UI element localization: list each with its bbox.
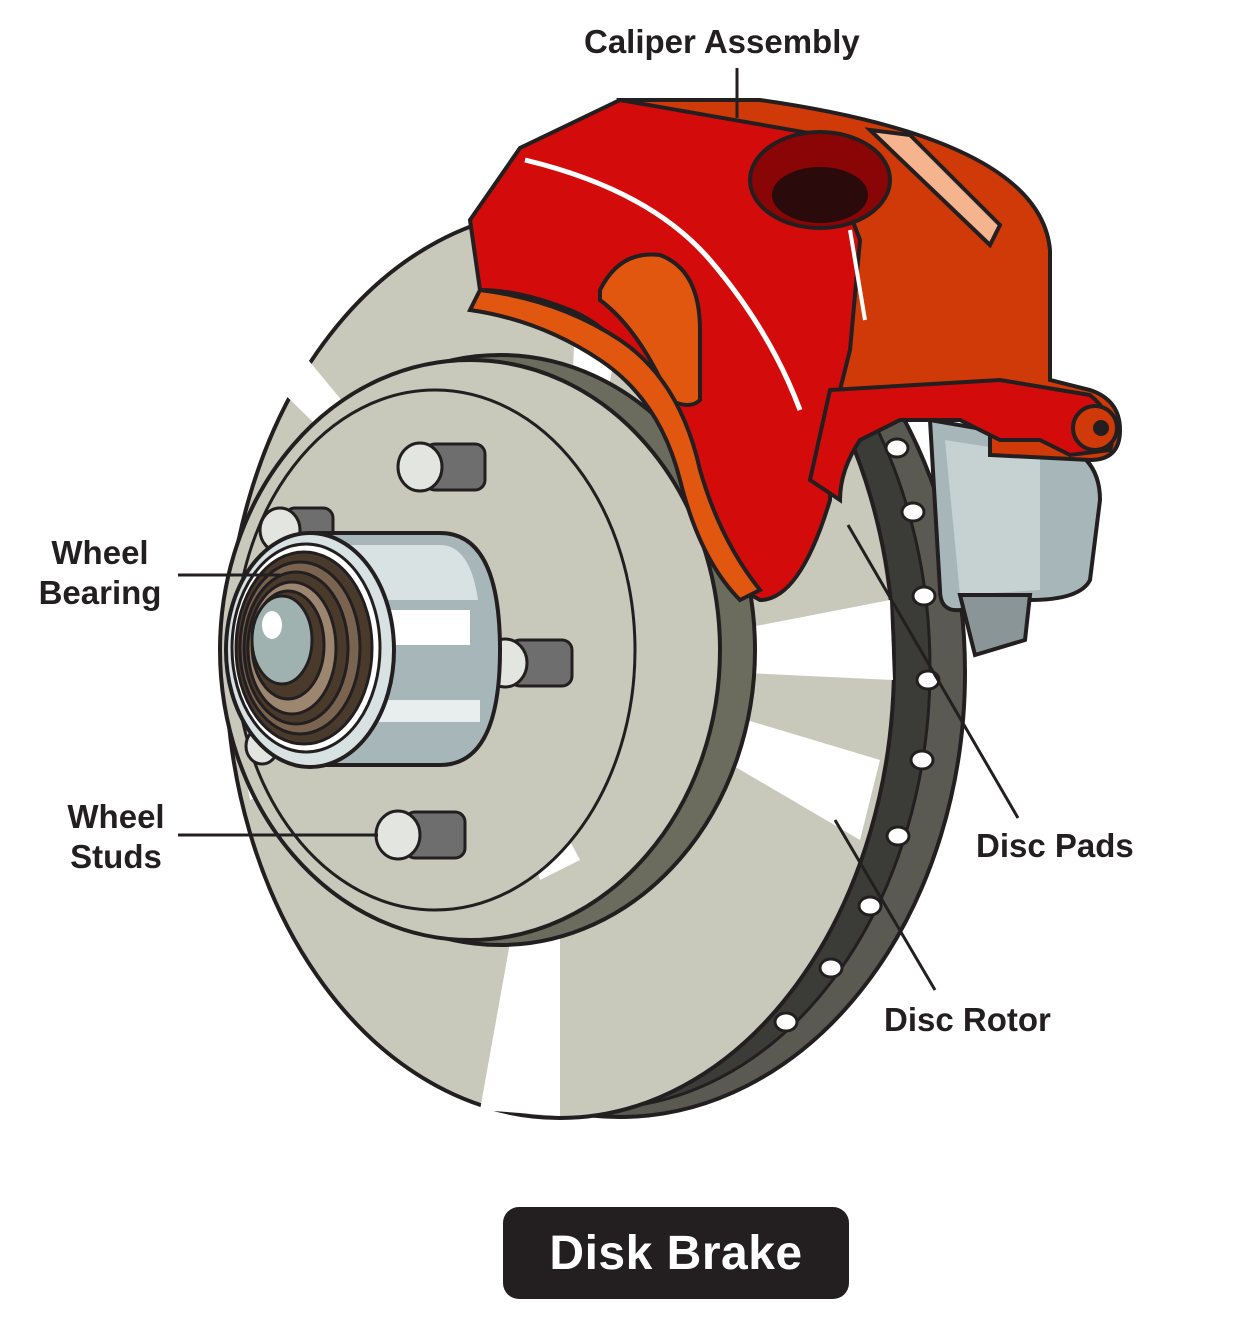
wheel-bearing [230,542,382,754]
label-wheel-bearing-line2: Bearing [38,574,162,611]
leader-disc-pads [846,524,1020,819]
label-wheel-studs: Wheel Studs [60,797,172,877]
caliper-assembly [466,97,1123,603]
title-badge: Disk Brake [503,1207,849,1299]
disc-pads-bracket [927,417,1103,658]
label-wheel-bearing: Wheel Bearing [32,533,168,613]
leader-disc-rotor [833,819,937,991]
label-wheel-studs-line2: Studs [70,838,162,875]
rotor-vent-holes [773,437,941,1033]
label-caliper-assembly: Caliper Assembly [584,23,860,60]
wheel-stud [374,809,467,861]
page-title: Disk Brake [549,1226,803,1280]
label-wheel-bearing-line1: Wheel [51,534,149,571]
leader-lines [178,68,1020,991]
wheel-stud [396,441,487,493]
label-wheel-studs-line1: Wheel [67,798,165,835]
label-disc-pads: Disc Pads [976,827,1134,864]
label-disc-rotor: Disc Rotor [884,1001,1051,1038]
